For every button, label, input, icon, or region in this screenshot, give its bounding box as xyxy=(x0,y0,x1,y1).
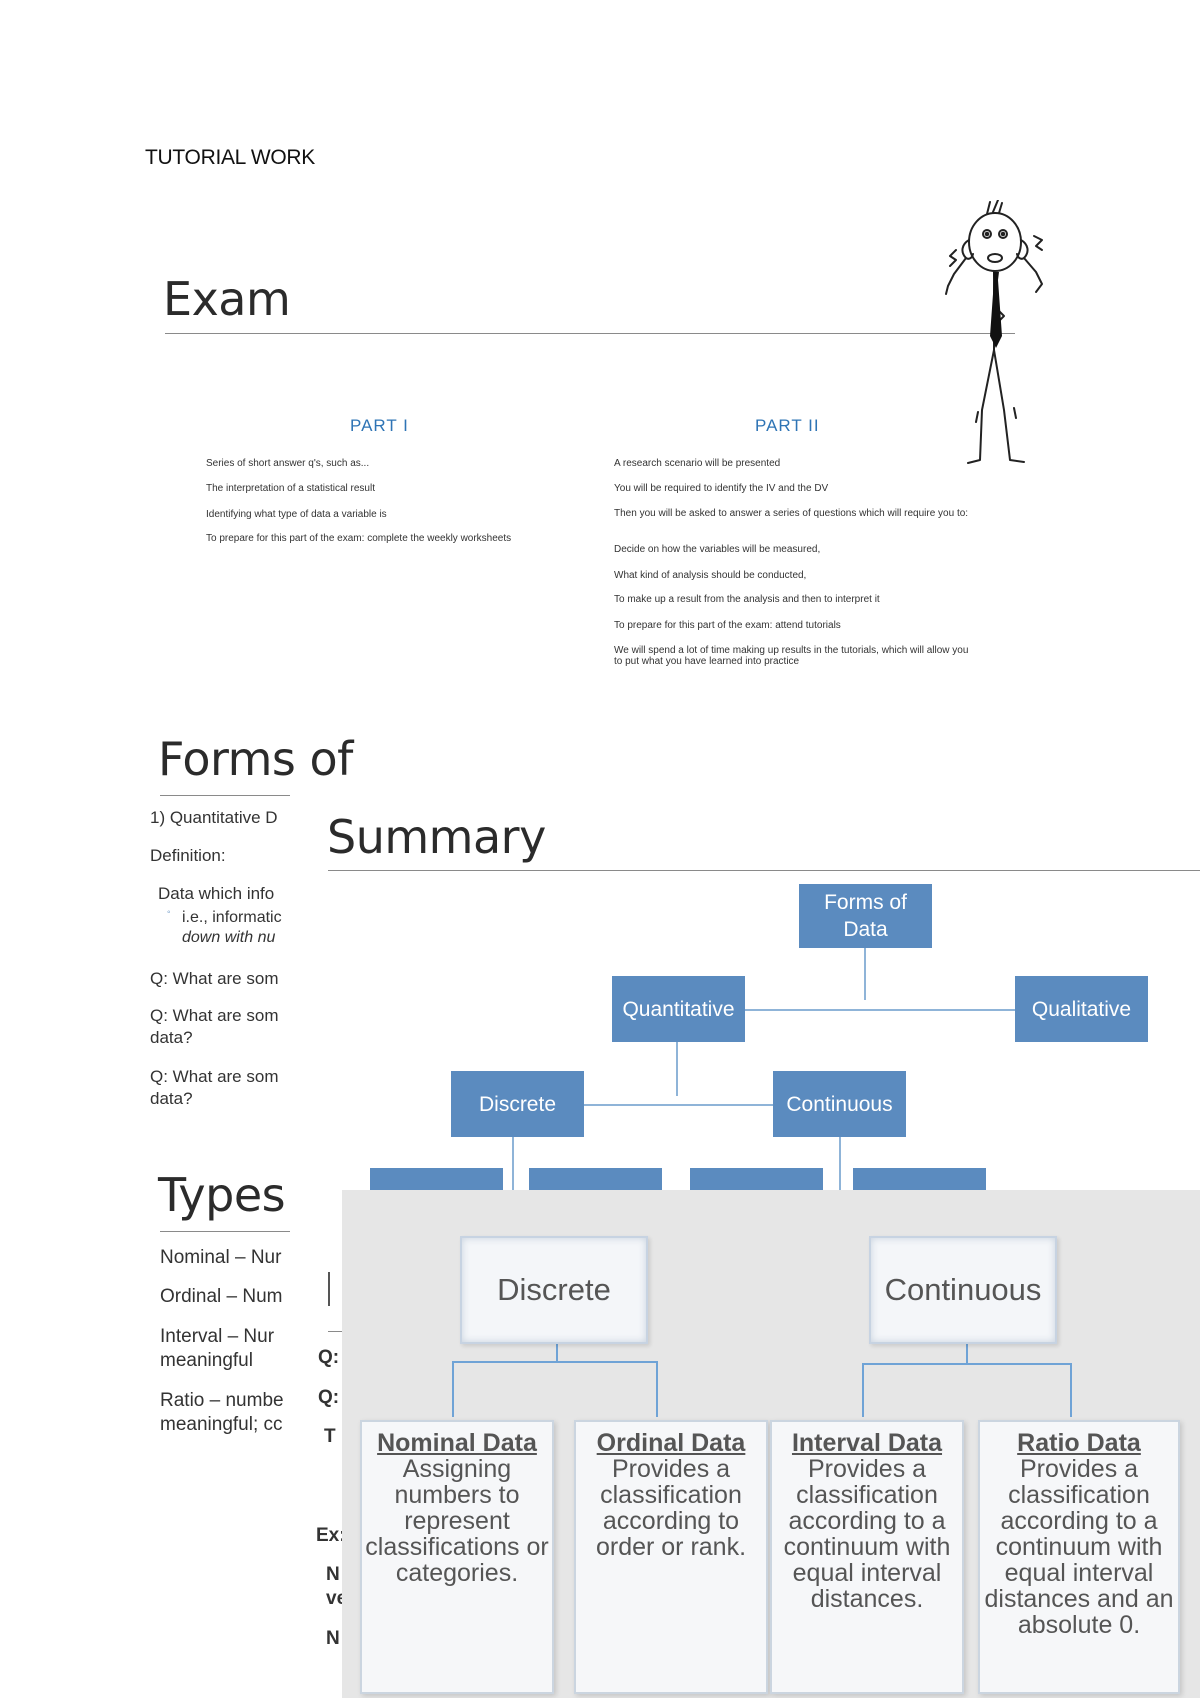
diagram-connector xyxy=(452,1361,658,1363)
diagram-connector xyxy=(1070,1363,1072,1417)
forms-line: Data which info xyxy=(158,884,275,903)
part1-heading: PART I xyxy=(350,416,409,435)
diagram-node-continuous: Continuous xyxy=(869,1236,1057,1344)
covered-fragment: Q: xyxy=(318,1347,340,1368)
bullet-icon: ◦ xyxy=(167,907,171,918)
card-title: Ratio Data xyxy=(1017,1429,1141,1457)
part2-line: What kind of analysis should be conducte… xyxy=(614,570,807,581)
diagram-connector xyxy=(966,1342,968,1364)
card-nominal-data: Nominal Data Assigning numbers to repres… xyxy=(360,1420,554,1694)
data-types-diagram: Discrete Continuous Nominal Data Assigni… xyxy=(342,1190,1200,1698)
diagram-connector xyxy=(656,1361,658,1417)
tree-connector xyxy=(676,1042,678,1096)
part2-line: We will spend a lot of time making up re… xyxy=(614,645,969,667)
types-title-rule xyxy=(160,1231,290,1232)
summary-slide: Summary Forms of Data Quantitative Quali… xyxy=(312,790,1200,1190)
types-line: Interval – Nur xyxy=(160,1326,275,1347)
node-clipped xyxy=(690,1168,823,1190)
covered-slide-title-fragment xyxy=(328,1272,330,1306)
types-line: meaningful; cc xyxy=(160,1414,283,1435)
node-clipped xyxy=(853,1168,986,1190)
node-clipped xyxy=(370,1168,503,1190)
forms-slide-title: Forms of Data xyxy=(158,732,353,780)
part2-heading: PART II xyxy=(755,416,820,435)
card-body: Provides a classification according to a… xyxy=(783,1455,951,1613)
card-title: Nominal Data xyxy=(377,1429,537,1457)
tree-connector xyxy=(744,1009,1072,1011)
covered-fragment: N xyxy=(326,1564,340,1585)
tree-connector xyxy=(864,948,866,1000)
card-title: Interval Data xyxy=(791,1429,943,1457)
part2-line: You will be required to identify the IV … xyxy=(614,483,829,494)
diagram-connector xyxy=(862,1363,864,1417)
diagram-connector xyxy=(452,1361,454,1417)
node-quantitative: Quantitative xyxy=(612,976,745,1042)
card-ordinal-data: Ordinal Data Provides a classification a… xyxy=(574,1420,768,1694)
forms-line: 1) Quantitative D xyxy=(150,808,278,827)
summary-slide-title: Summary xyxy=(327,810,546,864)
card-body: Provides a classification according to a… xyxy=(984,1455,1174,1639)
forms-line: Q: What are som xyxy=(150,1067,279,1086)
card-interval-data: Interval Data Provides a classification … xyxy=(770,1420,964,1694)
part1-line: To prepare for this part of the exam: co… xyxy=(206,533,512,544)
covered-fragment: Ex: xyxy=(316,1525,342,1546)
card-body: Assigning numbers to represent classific… xyxy=(365,1455,549,1587)
tree-connector xyxy=(582,1104,782,1106)
types-line: Ratio – numbe xyxy=(160,1390,284,1411)
node-clipped xyxy=(529,1168,662,1190)
card-ratio-data: Ratio Data Provides a classification acc… xyxy=(978,1420,1180,1694)
card-body: Provides a classification according to o… xyxy=(595,1455,747,1561)
stressed-stick-figure-illustration xyxy=(938,200,1058,475)
covered-slide-rule xyxy=(328,1331,342,1332)
part1-line: Identifying what type of data a variable… xyxy=(206,509,387,520)
types-line: Nominal – Nur xyxy=(160,1247,282,1268)
node-continuous: Continuous xyxy=(773,1071,906,1137)
covered-fragment: T xyxy=(324,1426,336,1447)
diagram-connector xyxy=(862,1363,1072,1365)
part1-line: The interpretation of a statistical resu… xyxy=(206,483,375,494)
forms-line: Definition: xyxy=(150,846,226,865)
types-line: Ordinal – Num xyxy=(160,1286,283,1307)
part1-line: Series of short answer q's, such as... xyxy=(206,458,370,469)
covered-fragment: Q: xyxy=(318,1387,340,1408)
part2-line: Then you will be asked to answer a serie… xyxy=(614,508,969,519)
part2-line: To make up a result from the analysis an… xyxy=(614,594,880,605)
card-title: Ordinal Data xyxy=(596,1429,746,1457)
node-forms-of-data: Forms of Data xyxy=(799,884,932,948)
forms-line: data? xyxy=(150,1089,193,1108)
diagram-connector xyxy=(556,1340,558,1362)
part2-line: A research scenario will be presented xyxy=(614,458,781,469)
summary-title-rule xyxy=(328,870,1200,871)
tree-connector xyxy=(839,1136,841,1190)
covered-fragment: N xyxy=(326,1628,340,1649)
forms-line: data? xyxy=(150,1028,193,1047)
node-discrete: Discrete xyxy=(451,1071,584,1137)
node-qualitative: Qualitative xyxy=(1015,976,1148,1042)
exam-title-rule xyxy=(165,333,1015,334)
types-line: meaningful xyxy=(160,1350,253,1371)
forms-line: Q: What are som xyxy=(150,969,279,988)
part2-line: To prepare for this part of the exam: at… xyxy=(614,620,841,631)
types-slide-title: Types xyxy=(158,1168,286,1222)
part2-line: Decide on how the variables will be meas… xyxy=(614,544,821,555)
forms-title-rule xyxy=(160,795,290,796)
tree-connector xyxy=(512,1136,514,1190)
covered-fragment: ve xyxy=(326,1588,342,1609)
exam-slide-title: Exam xyxy=(163,272,291,326)
forms-line: i.e., informatic xyxy=(182,909,282,926)
document-title: TUTORIAL WORK xyxy=(145,146,315,169)
forms-line: down with nu xyxy=(182,929,276,946)
diagram-node-discrete: Discrete xyxy=(460,1236,648,1344)
forms-line: Q: What are som xyxy=(150,1006,279,1025)
